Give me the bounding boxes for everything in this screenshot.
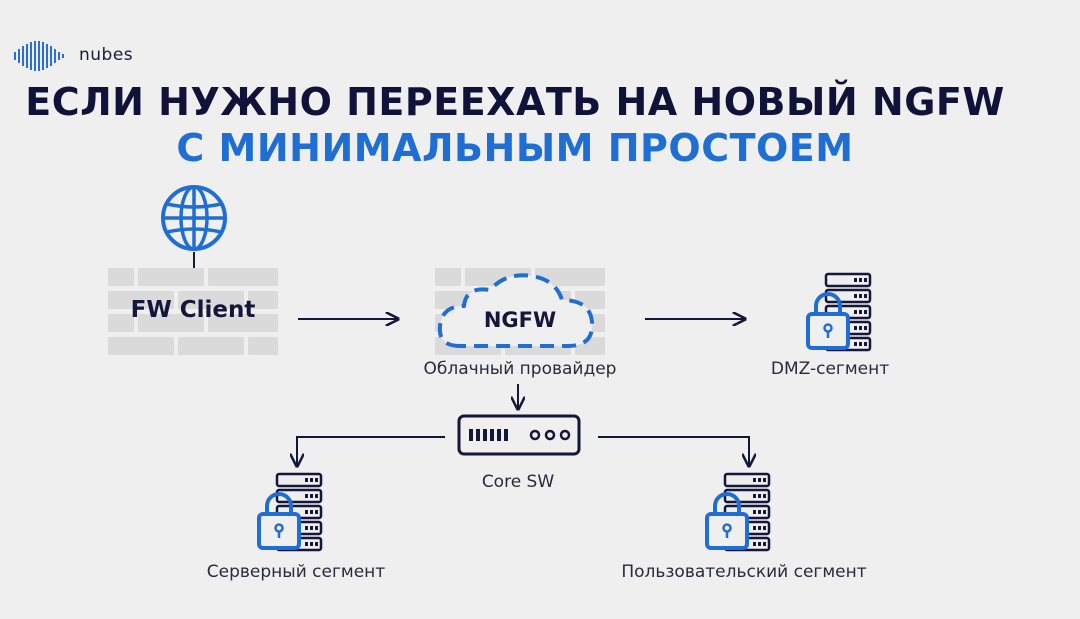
ngfw-label: NGFW: [483, 308, 557, 332]
arrow-core-to-user-segment: [598, 436, 749, 466]
network-switch-icon: [457, 414, 581, 456]
fw-client-label: FW Client: [130, 297, 256, 323]
dmz-secure-server-icon: [806, 272, 872, 352]
ngfw-caption: Облачный провайдер: [423, 359, 617, 379]
cloud-icon: [437, 273, 595, 348]
arrow-core-to-server-segment: [297, 436, 445, 466]
dmz-caption: DMZ-сегмент: [770, 359, 890, 379]
title-line-2: С МИНИМАЛЬНЫМ ПРОСТОЕМ: [176, 126, 854, 170]
server-segment-caption: Серверный сегмент: [206, 562, 386, 582]
logo-text: nubes: [79, 45, 134, 65]
user-segment-caption: Пользовательский сегмент: [621, 562, 867, 582]
user-segment-secure-server-icon: [705, 472, 771, 552]
server-segment-secure-server-icon: [257, 472, 323, 552]
title-line-1: ЕСЛИ НУЖНО ПЕРЕЕХАТЬ НА НОВЫЙ NGFW: [25, 80, 1005, 124]
core-sw-caption: Core SW: [481, 472, 555, 492]
globe-icon: [161, 185, 227, 251]
nubes-logo-icon: [14, 41, 64, 71]
